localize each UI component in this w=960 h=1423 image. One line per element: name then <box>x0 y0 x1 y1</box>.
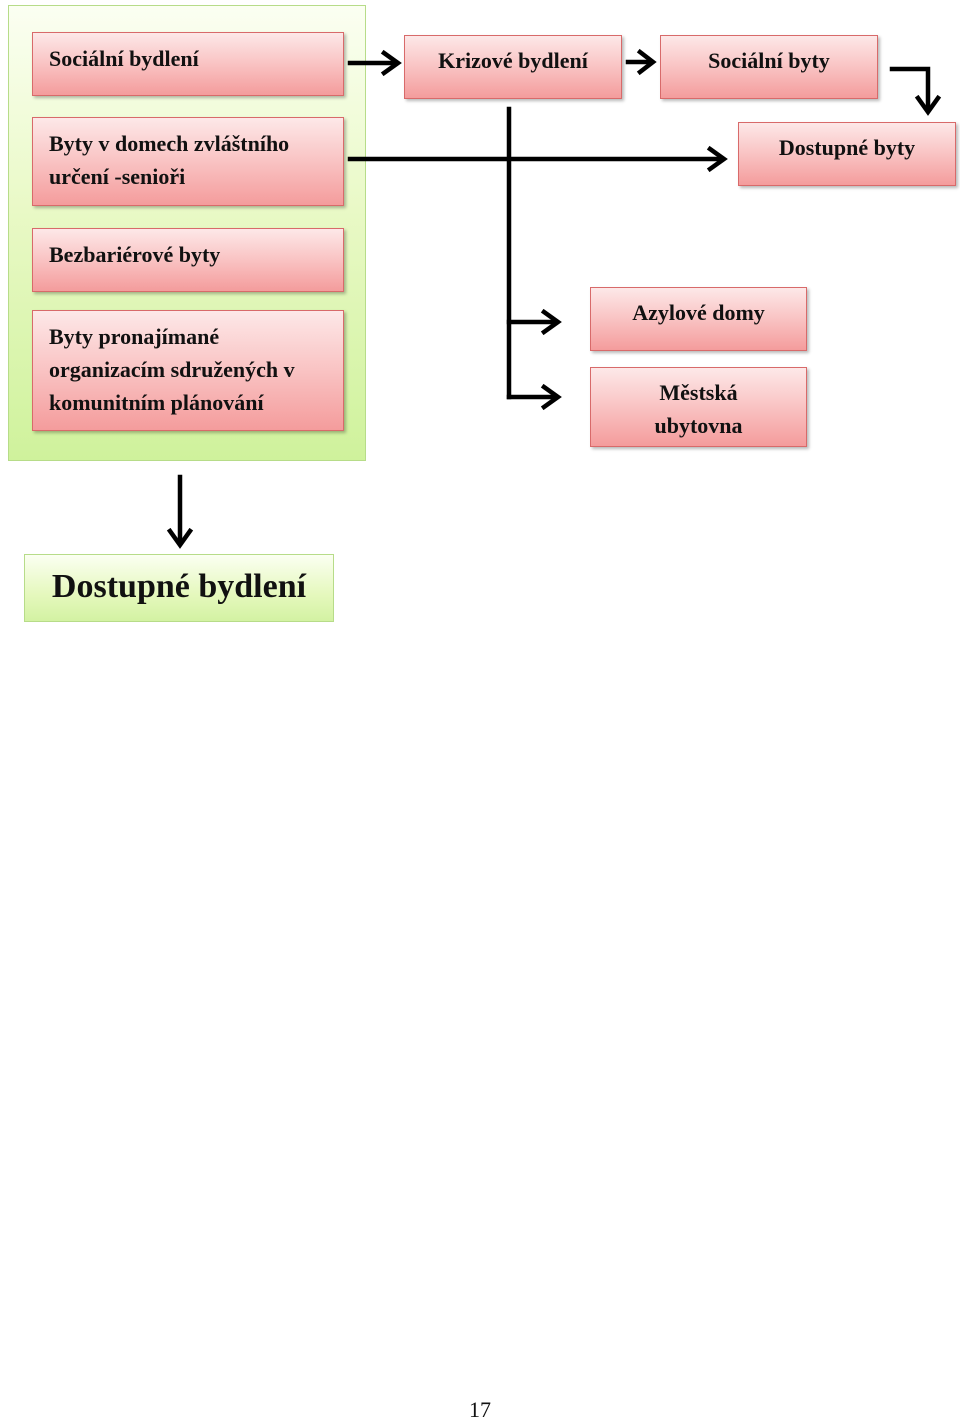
page-number: 17 <box>469 1397 491 1422</box>
node-socialni-byty: Sociální byty <box>660 35 878 99</box>
node-azylove-domy: Azylové domy <box>590 287 807 351</box>
node-byty-senioři: Byty v domech zvláštního určení -senioři <box>32 117 344 206</box>
node-krizove-bydleni: Krizové bydlení <box>404 35 622 99</box>
node-byty-pronajimane: Byty pronajímané organizacím sdružených … <box>32 310 344 431</box>
arrow-down-elbow <box>889 66 931 113</box>
node-bezbarierove-byty: Bezbariérové byty <box>32 228 344 292</box>
node-dostupne-byty: Dostupné byty <box>738 122 956 186</box>
node-mestska-ubytovna: Městská ubytovna <box>590 367 807 447</box>
node-socialni-bydleni: Sociální bydlení <box>32 32 344 96</box>
connector-arrows <box>166 48 942 549</box>
node-dostupne-bydleni: Dostupné bydlení <box>24 554 334 622</box>
